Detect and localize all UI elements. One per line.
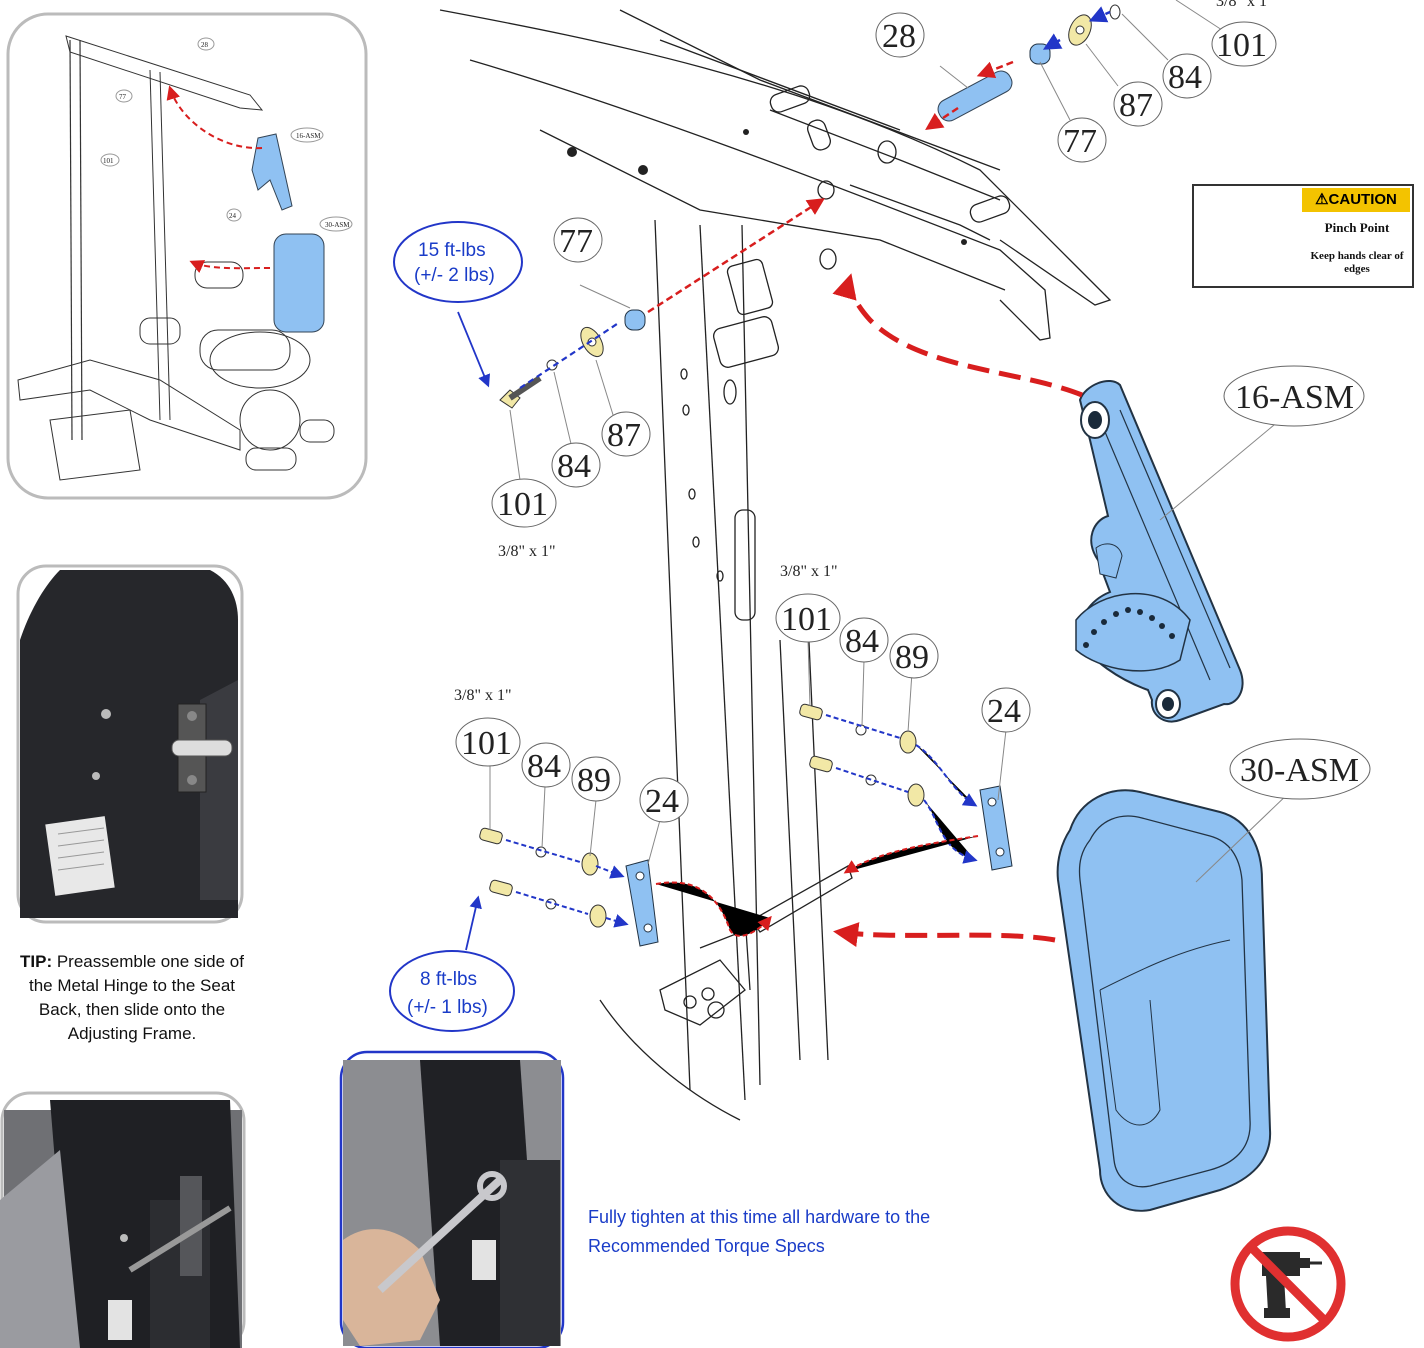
frame-line-art bbox=[439, 9, 1112, 1121]
overview-label-24: 24 bbox=[229, 212, 237, 220]
callout-left-87: 87 bbox=[601, 411, 651, 457]
overview-diagram: 28 77 101 16-ASM 30-ASM 24 bbox=[6, 12, 368, 500]
callout-left-84: 84 bbox=[551, 442, 601, 488]
callout-mid-24: 24 bbox=[981, 687, 1031, 733]
callout-top-84: 84 bbox=[1162, 53, 1212, 99]
overview-label-30asm: 30-ASM bbox=[325, 221, 350, 229]
svg-text:24: 24 bbox=[987, 693, 1021, 730]
svg-text:101: 101 bbox=[781, 601, 832, 638]
frame-holes bbox=[567, 129, 967, 245]
bolt-size-mid: 3/8" x 1" bbox=[780, 563, 838, 580]
callout-left-101: 101 bbox=[491, 478, 557, 528]
bolt-size-left: 3/8" x 1" bbox=[498, 543, 556, 560]
left-hardware-stack bbox=[457, 198, 825, 481]
tip-label: TIP: bbox=[20, 952, 53, 971]
bolt-size-top: 3/8" x 1" bbox=[1216, 0, 1274, 10]
mid-hardware-stack bbox=[799, 639, 1013, 874]
caution-header: ⚠CAUTION bbox=[1302, 188, 1410, 212]
torque-upper: 15 ft-lbs (+/- 2 lbs) bbox=[393, 221, 523, 303]
callout-top-101: 101 bbox=[1211, 21, 1277, 67]
callout-low-24: 24 bbox=[639, 777, 689, 823]
svg-text:89: 89 bbox=[895, 639, 929, 676]
callout-low-101: 101 bbox=[455, 717, 521, 767]
overview-label-101: 101 bbox=[103, 157, 114, 165]
no-power-drill-icon bbox=[1230, 1226, 1346, 1342]
svg-text:101: 101 bbox=[1216, 27, 1267, 64]
callout-bubbles: 28 101 84 87 77 77 87 84 101 101 84 89 2… bbox=[455, 12, 1371, 823]
bolt-size-low: 3/8" x 1" bbox=[454, 687, 512, 704]
callout-top-77: 77 bbox=[1057, 117, 1107, 163]
low-hardware-stack bbox=[465, 764, 772, 951]
callout-16-asm: 16-ASM bbox=[1223, 365, 1365, 427]
svg-text:16-ASM: 16-ASM bbox=[1235, 379, 1354, 416]
svg-text:84: 84 bbox=[845, 623, 879, 660]
svg-text:101: 101 bbox=[497, 486, 548, 523]
callout-mid-89: 89 bbox=[889, 633, 939, 679]
callout-28: 28 bbox=[875, 12, 925, 58]
tip-note: TIP: Preassemble one side of the Metal H… bbox=[16, 950, 248, 1046]
svg-text:87: 87 bbox=[1119, 87, 1153, 124]
top-hardware-stack bbox=[925, 0, 1223, 130]
photo-seat-back-hinge bbox=[16, 564, 244, 924]
svg-text:77: 77 bbox=[1063, 123, 1097, 160]
svg-text:84: 84 bbox=[557, 448, 591, 485]
svg-text:84: 84 bbox=[527, 748, 561, 785]
callout-left-77: 77 bbox=[553, 217, 603, 263]
callout-30-asm: 30-ASM bbox=[1229, 738, 1371, 800]
part-30-asm bbox=[833, 789, 1293, 1212]
callout-mid-84: 84 bbox=[839, 617, 889, 663]
svg-text:84: 84 bbox=[1168, 59, 1202, 96]
caution-label: ⚠CAUTION Pinch Point Keep hands clear of… bbox=[1192, 184, 1414, 288]
svg-text:(+/- 2 lbs): (+/- 2 lbs) bbox=[414, 265, 495, 286]
svg-text:24: 24 bbox=[645, 783, 679, 820]
svg-text:87: 87 bbox=[607, 417, 641, 454]
part-16-asm bbox=[832, 273, 1281, 723]
overview-label-28: 28 bbox=[201, 41, 209, 49]
torque-callouts: 15 ft-lbs (+/- 2 lbs) 8 ft-lbs (+/- 1 lb… bbox=[389, 221, 523, 1032]
tighten-note: Fully tighten at this time all hardware … bbox=[588, 1207, 931, 1256]
svg-text:101: 101 bbox=[461, 725, 512, 762]
svg-text:30-ASM: 30-ASM bbox=[1240, 752, 1359, 789]
callout-low-84: 84 bbox=[521, 742, 571, 788]
photo-hinge-installed bbox=[0, 1091, 246, 1348]
caution-body: Keep hands clear of edges bbox=[1310, 250, 1404, 275]
tip-text: Preassemble one side of the Metal Hinge … bbox=[28, 952, 244, 1043]
svg-text:28: 28 bbox=[882, 18, 916, 55]
photo-tighten-wrench bbox=[339, 1050, 565, 1348]
svg-text:(+/- 1 lbs): (+/- 1 lbs) bbox=[407, 997, 488, 1018]
svg-text:8 ft-lbs: 8 ft-lbs bbox=[420, 969, 477, 990]
overview-label-16asm: 16-ASM bbox=[296, 132, 321, 140]
torque-lower: 8 ft-lbs (+/- 1 lbs) bbox=[389, 950, 515, 1032]
svg-text:77: 77 bbox=[559, 223, 593, 260]
callout-low-89: 89 bbox=[571, 756, 621, 802]
svg-text:15 ft-lbs: 15 ft-lbs bbox=[418, 240, 486, 261]
caution-title: Pinch Point bbox=[1324, 220, 1390, 235]
callout-top-87: 87 bbox=[1113, 81, 1163, 127]
overview-label-77: 77 bbox=[119, 93, 127, 101]
svg-text:89: 89 bbox=[577, 762, 611, 799]
callout-mid-101: 101 bbox=[775, 593, 841, 643]
